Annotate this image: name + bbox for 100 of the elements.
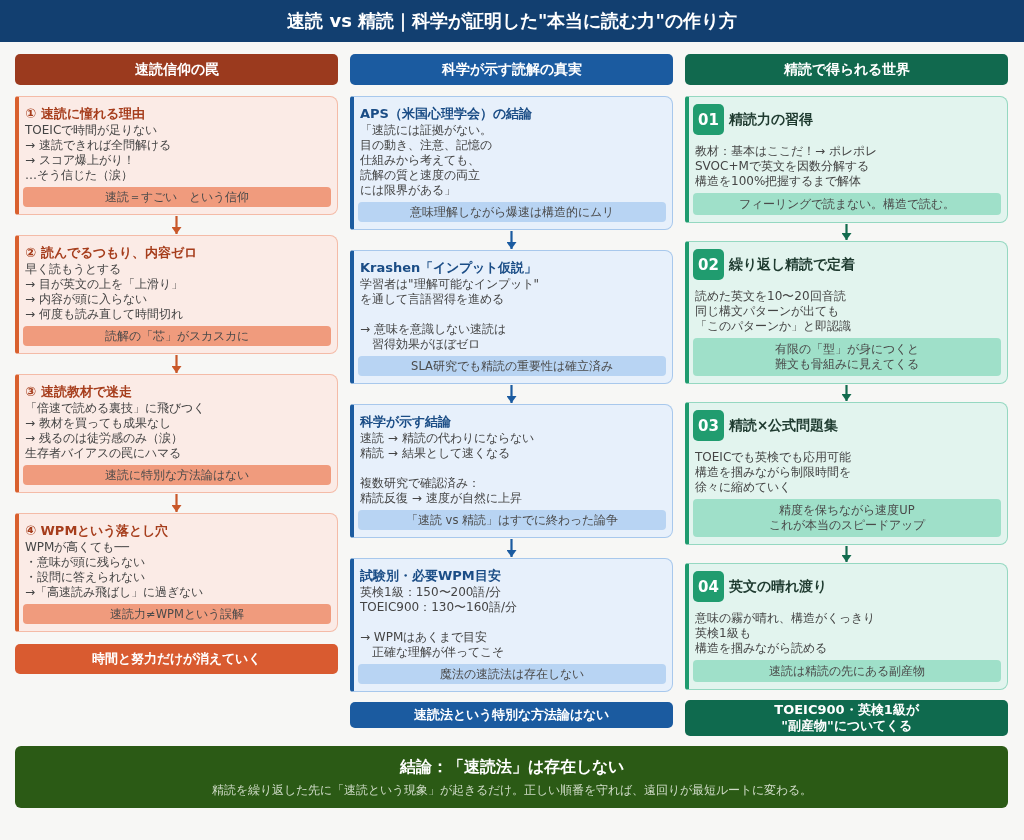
card-text: 構造を100%把握するまで解体 bbox=[695, 174, 863, 189]
card-text: TOEICで時間が足りない bbox=[25, 123, 159, 138]
card-text: 徐々に縮めていく bbox=[695, 480, 792, 495]
arrow bbox=[171, 216, 182, 234]
card-text: TOEIC900：130〜160語/分 bbox=[360, 600, 519, 615]
card-text: 習得効果がほぼゼロ bbox=[371, 337, 481, 352]
card-text: 教材：基本はここだ！→ ポレポレ bbox=[695, 144, 878, 159]
number-badge: 02 bbox=[693, 249, 724, 280]
number-badge: 04 bbox=[693, 571, 724, 602]
conclusion-heading: 結論：「速読法」は存在しない bbox=[399, 756, 624, 777]
arrow bbox=[506, 231, 517, 249]
arrow bbox=[171, 355, 182, 373]
card-text: 学習者は"理解可能なインプット" bbox=[360, 277, 541, 292]
card-text: 精読反復 → 速度が自然に上昇 bbox=[360, 491, 523, 506]
card-heading: ③ 速読教材で迷走 bbox=[25, 383, 133, 400]
card-text: SVOC+Mで英文を因数分解する bbox=[695, 159, 870, 174]
summary-band: SLA研究でも精読の重要性は確立済み bbox=[358, 356, 666, 376]
summary-band: 読解の「芯」がスカスカに bbox=[23, 326, 331, 346]
arrow bbox=[841, 224, 852, 240]
card-text: TOEICでも英検でも応用可能 bbox=[695, 450, 853, 465]
card-text: 速読 → 精読の代わりにならない bbox=[360, 431, 535, 446]
card-text: 精読 → 結果として速くなる bbox=[360, 446, 511, 461]
card-text: 生存者バイアスの罠にハマる bbox=[25, 446, 182, 461]
card-heading: 精読力の習得 bbox=[729, 110, 814, 129]
card-text: → WPMはあくまで目安 bbox=[360, 630, 489, 645]
card-text: 読解の質と速度の両立 bbox=[360, 168, 481, 183]
card-text: → 何度も読み直して時間切れ bbox=[25, 307, 184, 322]
card-heading: 英文の晴れ渡り bbox=[729, 577, 828, 596]
info-card bbox=[685, 241, 1008, 384]
card-heading: ② 読んでるつもり、内容ゼロ bbox=[25, 244, 198, 261]
card-text: 「速読には証拠がない。 bbox=[360, 123, 493, 138]
band-text: 精度を保ちながら速度UP bbox=[779, 503, 915, 518]
card-text: ・設問に答えられない bbox=[25, 570, 146, 585]
card-text: 「倍速で読める裏技」に飛びつく bbox=[25, 401, 206, 416]
info-card bbox=[685, 402, 1008, 545]
info-card bbox=[15, 96, 338, 215]
arrow bbox=[506, 385, 517, 403]
card-text: → 残るのは徒労感のみ（涙） bbox=[25, 431, 184, 446]
summary-band: 「速読 vs 精読」はすでに終わった論争 bbox=[358, 510, 666, 530]
info-card bbox=[350, 96, 673, 230]
arrow bbox=[171, 494, 182, 512]
arrow bbox=[841, 385, 852, 401]
banner-text: "副産物"についてくる bbox=[781, 718, 912, 734]
card-text: 構造を掴みながら制限時間を bbox=[695, 465, 852, 480]
card-text: →「高速読み飛ばし」に過ぎない bbox=[25, 585, 205, 600]
card-text: 英検1級も bbox=[695, 626, 752, 641]
result-banner bbox=[685, 700, 1008, 736]
band-text: 有限の「型」が身につくと bbox=[775, 342, 919, 357]
summary-band: 意味理解しながら爆速は構造的にムリ bbox=[358, 202, 666, 222]
card-text: 仕組みから考えても、 bbox=[360, 153, 481, 168]
info-card bbox=[685, 563, 1008, 690]
info-card bbox=[350, 558, 673, 692]
info-card bbox=[15, 235, 338, 354]
info-card bbox=[685, 96, 1008, 223]
card-text: 早く読もうとする bbox=[25, 262, 122, 277]
card-text: 「このパターンか」と即認識 bbox=[695, 319, 852, 334]
card-text: → スコア爆上がり！ bbox=[25, 153, 136, 168]
card-heading: 繰り返し精読で定着 bbox=[729, 255, 856, 274]
number-badge: 03 bbox=[693, 410, 724, 441]
card-text: 読めた英文を10〜20回音読 bbox=[695, 289, 847, 304]
info-card bbox=[15, 374, 338, 493]
card-heading: ① 速読に憧れる理由 bbox=[25, 105, 146, 122]
result-banner: 速読法という特別な方法論はない bbox=[350, 702, 673, 728]
summary-band: 魔法の速読法は存在しない bbox=[358, 664, 666, 684]
card-text: ・意味が頭に残らない bbox=[25, 555, 146, 570]
card-text: WPMが高くても── bbox=[25, 540, 130, 555]
conclusion-banner bbox=[15, 746, 1008, 808]
column-header: 精読で得られる世界 bbox=[685, 54, 1008, 85]
summary-band: 速読＝すごい という信仰 bbox=[23, 187, 331, 207]
card-heading: 科学が示す結論 bbox=[360, 413, 452, 430]
band-text: 難文も骨組みに見えてくる bbox=[775, 357, 919, 372]
card-text: → 意味を意識しない速読は bbox=[360, 322, 507, 337]
card-text: → 目が英文の上を「上滑り」 bbox=[25, 277, 184, 292]
number-badge: 01 bbox=[693, 104, 724, 135]
card-text: を通して言語習得を進める bbox=[360, 292, 505, 307]
summary-band: 速読は精読の先にある副産物 bbox=[693, 660, 1001, 682]
info-card bbox=[350, 404, 673, 538]
arrow bbox=[841, 546, 852, 562]
conclusion-text: 精読を繰り返した先に「速読という現象」が起きるだけ。正しい順番を守れば、遠回りが最短ルートに変わる。 bbox=[211, 782, 812, 798]
card-text: 構造を掴みながら読める bbox=[695, 641, 828, 656]
band-text: これが本当のスピードアップ bbox=[769, 518, 925, 533]
summary-band: 速読に特別な方法論はない bbox=[23, 465, 331, 485]
card-text: 複数研究で確認済み： bbox=[360, 476, 481, 491]
card-heading: 試験別・必要WPM目安 bbox=[360, 567, 502, 584]
column-header: 速読信仰の罠 bbox=[15, 54, 338, 85]
card-text: 正確な理解が伴ってこそ bbox=[371, 645, 505, 660]
summary-band bbox=[693, 499, 1001, 537]
card-heading: 精読×公式問題集 bbox=[729, 416, 840, 435]
info-card bbox=[350, 250, 673, 384]
card-heading: APS（米国心理学会）の結論 bbox=[360, 105, 533, 122]
info-card bbox=[15, 513, 338, 632]
summary-band bbox=[693, 338, 1001, 376]
card-text: 同じ構文パターンが出ても bbox=[695, 304, 840, 319]
summary-band: フィーリングで読まない。構造で読む。 bbox=[693, 193, 1001, 215]
card-text: → 内容が頭に入らない bbox=[25, 292, 148, 307]
card-heading: ④ WPMという落とし穴 bbox=[25, 522, 170, 539]
card-text: 目の動き、注意、記憶の bbox=[360, 138, 493, 153]
card-text: には限界がある」 bbox=[360, 183, 457, 198]
banner-text: TOEIC900・英検1級が bbox=[774, 702, 919, 718]
result-banner: 時間と努力だけが消えていく bbox=[15, 644, 338, 674]
